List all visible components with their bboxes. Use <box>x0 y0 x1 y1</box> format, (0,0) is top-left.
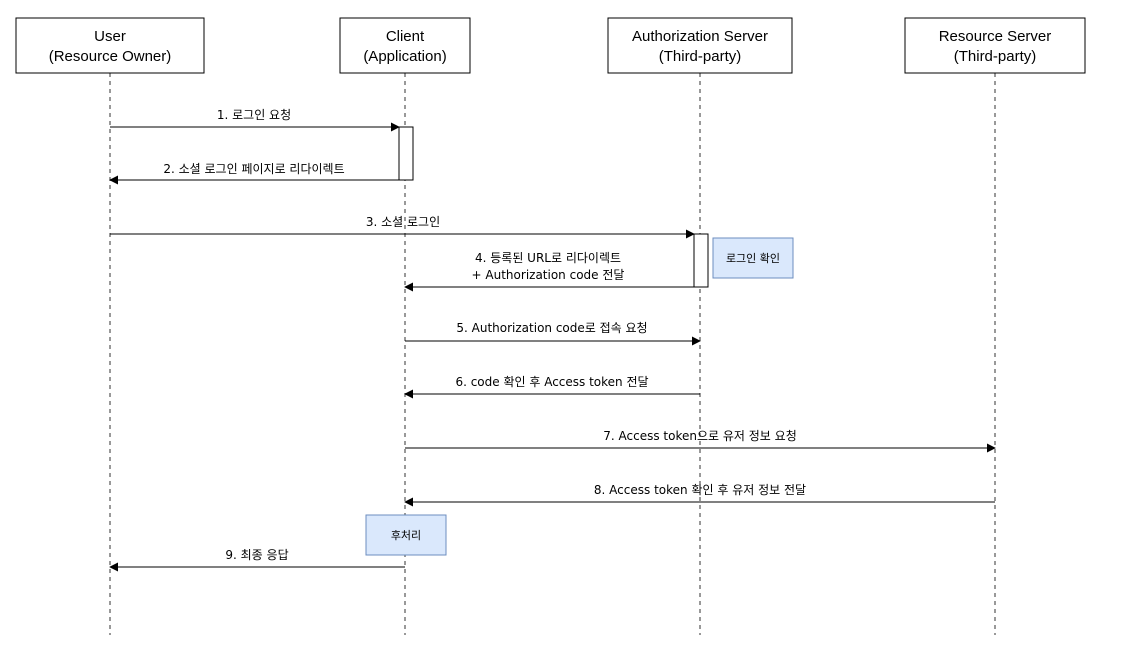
message-4: 4. 등록된 URL로 리다이렉트 + Authorization code 전… <box>404 251 694 292</box>
message-6: 6. code 확인 후 Access token 전달 <box>404 375 700 399</box>
message-9: 9. 최종 응답 <box>109 548 405 572</box>
activation-client <box>398 126 414 181</box>
note-post-processing-box <box>365 514 447 556</box>
message-8-label: 8. Access token 확인 후 유저 정보 전달 <box>594 483 806 497</box>
participant-resource-server: Resource Server (Third-party) <box>904 17 1086 74</box>
participant-client-box <box>339 17 471 74</box>
participant-client: Client (Application) <box>339 17 471 74</box>
message-1-label: 1. 로그인 요청 <box>217 108 291 122</box>
message-9-label: 9. 최종 응답 <box>225 548 288 562</box>
participant-client-role: (Application) <box>363 48 446 65</box>
message-1: 1. 로그인 요청 <box>110 108 400 132</box>
note-post-processing: 후처리 <box>365 514 447 556</box>
note-post-processing-label: 후처리 <box>391 529 421 542</box>
participant-authorization-server-role: (Third-party) <box>659 48 742 65</box>
note-login-check-box <box>712 237 794 279</box>
activation-authorization-server <box>693 233 709 288</box>
participant-user: User (Resource Owner) <box>15 17 205 74</box>
note-login-check: 로그인 확인 <box>712 237 794 279</box>
message-2-label: 2. 소셜 로그인 페이지로 리다이렉트 <box>163 162 344 176</box>
note-login-check-label: 로그인 확인 <box>726 252 780 265</box>
participant-resource-server-box <box>904 17 1086 74</box>
message-5: 5. Authorization code로 접속 요청 <box>405 321 701 346</box>
participant-authorization-server-name: Authorization Server <box>632 28 768 45</box>
participant-user-role: (Resource Owner) <box>49 48 172 65</box>
participant-resource-server-name: Resource Server <box>939 28 1052 45</box>
participant-user-box <box>15 17 205 74</box>
message-3: 3. 소셜 로그인 <box>110 215 695 239</box>
message-3-label: 3. 소셜 로그인 <box>366 215 440 229</box>
participant-authorization-server: Authorization Server (Third-party) <box>607 17 793 74</box>
participant-user-name: User <box>94 28 126 45</box>
message-2: 2. 소셜 로그인 페이지로 리다이렉트 <box>109 162 399 185</box>
participant-authorization-server-box <box>607 17 793 74</box>
message-5-label: 5. Authorization code로 접속 요청 <box>456 321 647 335</box>
participant-client-name: Client <box>386 28 425 45</box>
message-7-label: 7. Access token으로 유저 정보 요청 <box>603 429 796 443</box>
participant-resource-server-role: (Third-party) <box>954 48 1037 65</box>
message-8: 8. Access token 확인 후 유저 정보 전달 <box>404 483 995 507</box>
message-7: 7. Access token으로 유저 정보 요청 <box>405 429 996 453</box>
message-4-label-line1: 4. 등록된 URL로 리다이렉트 <box>475 251 621 265</box>
message-4-label-line2: + Authorization code 전달 <box>472 268 625 282</box>
message-6-label: 6. code 확인 후 Access token 전달 <box>455 375 648 389</box>
